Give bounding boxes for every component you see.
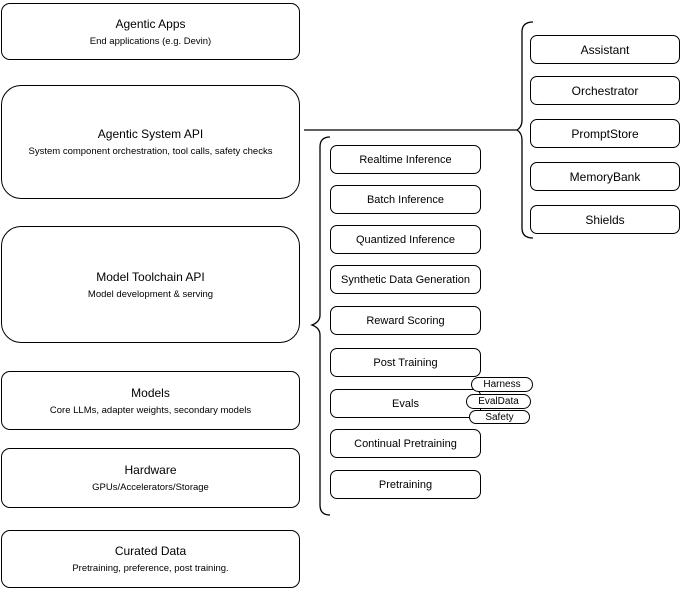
service-box-post-training: Post Training (330, 348, 481, 377)
service-box-quantized-inference: Quantized Inference (330, 225, 481, 254)
box-title: Curated Data (114, 544, 187, 558)
box-title: Model Toolchain API (96, 269, 205, 284)
component-label: MemoryBank (569, 169, 641, 184)
service-box-evals: Evals (330, 389, 481, 418)
box-subtitle: System component orchestration, tool cal… (28, 146, 273, 157)
service-box-synthetic-data-generation: Synthetic Data Generation (330, 265, 481, 294)
box-subtitle: End applications (e.g. Devin) (89, 35, 212, 47)
service-box-reward-scoring: Reward Scoring (330, 306, 481, 335)
agentic-apps-box: Agentic Apps End applications (e.g. Devi… (1, 3, 300, 60)
curated-data-box: Curated Data Pretraining, preference, po… (1, 530, 300, 588)
component-label: PromptStore (571, 126, 639, 141)
service-label: Pretraining (378, 478, 433, 491)
service-label: Reward Scoring (366, 314, 445, 327)
pill-label: Harness (483, 379, 521, 390)
box-title: Models (131, 385, 170, 400)
pill-label: Safety (485, 411, 514, 423)
service-label: Batch Inference (366, 193, 445, 206)
box-subtitle: GPUs/Accelerators/Storage (92, 482, 209, 493)
component-box-promptstore: PromptStore (530, 119, 680, 148)
eval-pill-harness: Harness (471, 377, 533, 392)
box-subtitle: Core LLMs, adapter weights, secondary mo… (49, 404, 252, 416)
component-box-memorybank: MemoryBank (530, 162, 680, 191)
service-label: Continual Pretraining (354, 437, 457, 450)
system-components-brace (515, 21, 534, 239)
agentic-system-api-box: Agentic System API System component orch… (1, 85, 300, 199)
service-box-realtime-inference: Realtime Inference (330, 145, 481, 174)
component-box-assistant: Assistant (530, 35, 680, 64)
hardware-box: Hardware GPUs/Accelerators/Storage (1, 448, 300, 508)
service-box-batch-inference: Batch Inference (330, 185, 481, 214)
model-toolchain-api-box: Model Toolchain API Model development & … (1, 226, 300, 343)
service-label: Evals (392, 397, 419, 410)
component-box-shields: Shields (530, 205, 680, 234)
pill-label: EvalData (478, 396, 519, 407)
component-label: Shields (585, 212, 625, 227)
box-title: Agentic Apps (115, 16, 186, 31)
component-box-orchestrator: Orchestrator (530, 76, 680, 105)
component-label: Assistant (580, 42, 630, 57)
service-label: Quantized Inference (355, 233, 456, 246)
models-box: Models Core LLMs, adapter weights, secon… (1, 371, 300, 430)
box-title: Agentic System API (97, 127, 204, 141)
box-subtitle: Pretraining, preference, post training. (72, 563, 229, 574)
eval-pill-safety: Safety (469, 410, 530, 424)
service-label: Post Training (373, 356, 438, 369)
service-box-pretraining: Pretraining (330, 470, 481, 499)
eval-pill-evaldata: EvalData (466, 394, 531, 409)
service-label: Synthetic Data Generation (340, 273, 471, 286)
box-subtitle: Model development & serving (87, 288, 214, 300)
component-label: Orchestrator (571, 83, 639, 98)
box-title: Hardware (124, 463, 177, 477)
toolchain-services-brace (310, 136, 331, 516)
service-label: Realtime Inference (359, 153, 452, 166)
service-box-continual-pretraining: Continual Pretraining (330, 429, 481, 458)
